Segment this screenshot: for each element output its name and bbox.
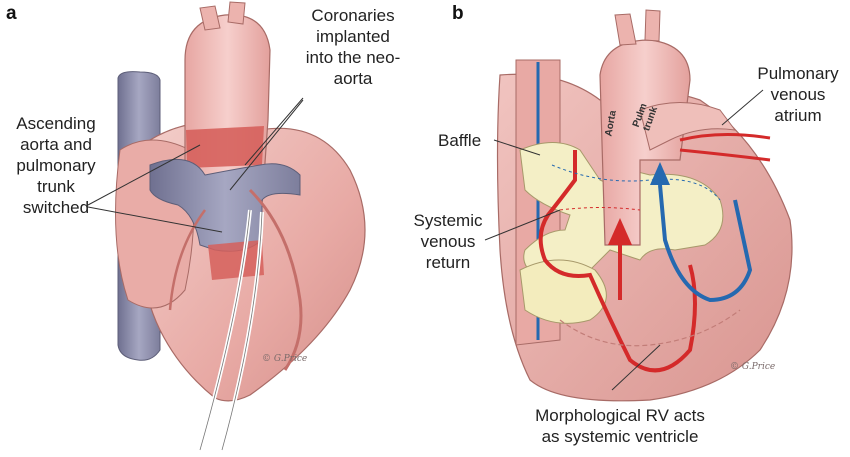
aortic-branch-b-1 xyxy=(614,13,637,46)
baffle-lower xyxy=(519,259,607,324)
pulmonary-trunk-b xyxy=(639,102,737,151)
label-baffle: Baffle xyxy=(438,131,482,150)
leader-pulm-atrium xyxy=(721,89,764,126)
label-morphological-rv: Morphological RV acts as systemic ventri… xyxy=(535,406,705,446)
ventricle-trabeculation xyxy=(559,309,741,347)
coronary-artery-left xyxy=(168,209,207,311)
panel-b-letter: b xyxy=(452,3,464,24)
signature-b: © G.Price xyxy=(730,362,776,372)
leader-coronaries-2 xyxy=(229,99,304,191)
leader-morph-rv xyxy=(611,344,661,391)
aortic-branch-1 xyxy=(199,5,221,31)
leader-switched-1 xyxy=(87,144,201,206)
label-coronaries-implanted: Coronaries implanted into the neo- aorta xyxy=(305,6,401,88)
label-aorta-pulmonary-switched: Ascending aorta and pulmonary trunk swit… xyxy=(16,114,96,217)
suture-band-top xyxy=(186,126,264,168)
leader-systemic-return xyxy=(484,209,561,241)
coronary-artery-right xyxy=(248,188,303,371)
pulmonary-flow-blue xyxy=(658,184,753,303)
label-pulmonary-venous-atrium: Pulmonary venous atrium xyxy=(757,64,839,125)
label-systemic-venous-return: Systemic venous return xyxy=(413,211,483,272)
leader-coronaries-1 xyxy=(244,97,304,166)
panel-a-artwork xyxy=(87,1,366,451)
red-arrowhead xyxy=(608,218,632,245)
leader-switched-2 xyxy=(87,206,223,233)
suture-band-bottom xyxy=(208,240,264,280)
pulmonary-vein-bottom xyxy=(679,148,771,162)
pulmonary-trunk-a xyxy=(149,158,301,252)
aortic-branch-2 xyxy=(227,1,246,25)
signature-a: © G.Price xyxy=(262,354,308,364)
panel-b-artwork xyxy=(484,9,793,402)
aortic-branch-b-2 xyxy=(644,9,661,42)
panel-a-letter: a xyxy=(6,3,17,24)
pulmonary-vein-top xyxy=(679,132,771,142)
leader-baffle xyxy=(493,139,541,156)
